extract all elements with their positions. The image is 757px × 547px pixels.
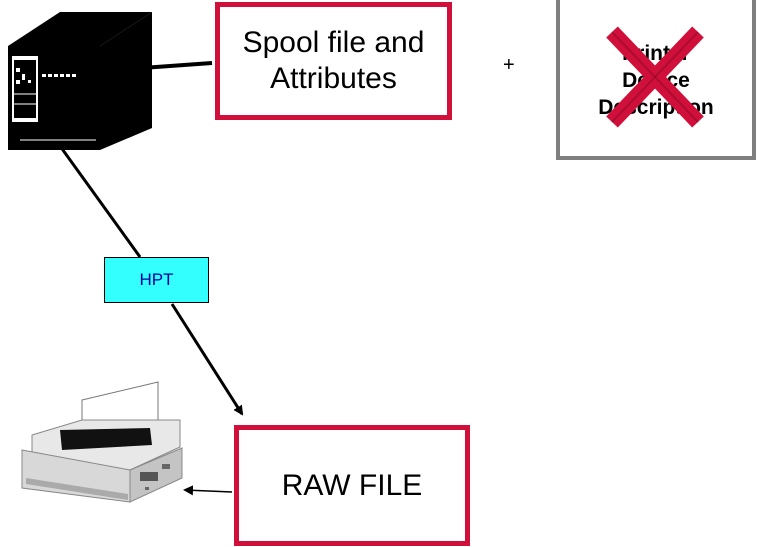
spool-file-box: Spool file and Attributes	[215, 2, 452, 120]
server-tower-icon	[8, 12, 152, 150]
spool-label-line-1: Spool file and	[242, 26, 425, 59]
hpt-label: HPT	[139, 270, 174, 289]
raw-to-printer-arrow	[183, 485, 233, 496]
hpt-box: HPT	[104, 257, 209, 303]
spool-to-server-arrow	[140, 61, 213, 73]
red-x-icon	[606, 26, 704, 128]
spool-label-line-2: Attributes	[270, 62, 397, 95]
printer-device-description-box: Printer Device Description	[556, 0, 756, 160]
spool-file-label: Spool file and Attributes	[243, 25, 425, 97]
printer-icon	[21, 381, 183, 503]
hpt-to-printer-arrow	[170, 303, 244, 416]
server-to-hpt-line	[58, 145, 142, 258]
raw-file-box: RAW FILE	[234, 425, 470, 546]
plus-sign: +	[503, 54, 515, 76]
raw-file-label: RAW FILE	[281, 468, 423, 502]
connectors	[58, 61, 244, 496]
